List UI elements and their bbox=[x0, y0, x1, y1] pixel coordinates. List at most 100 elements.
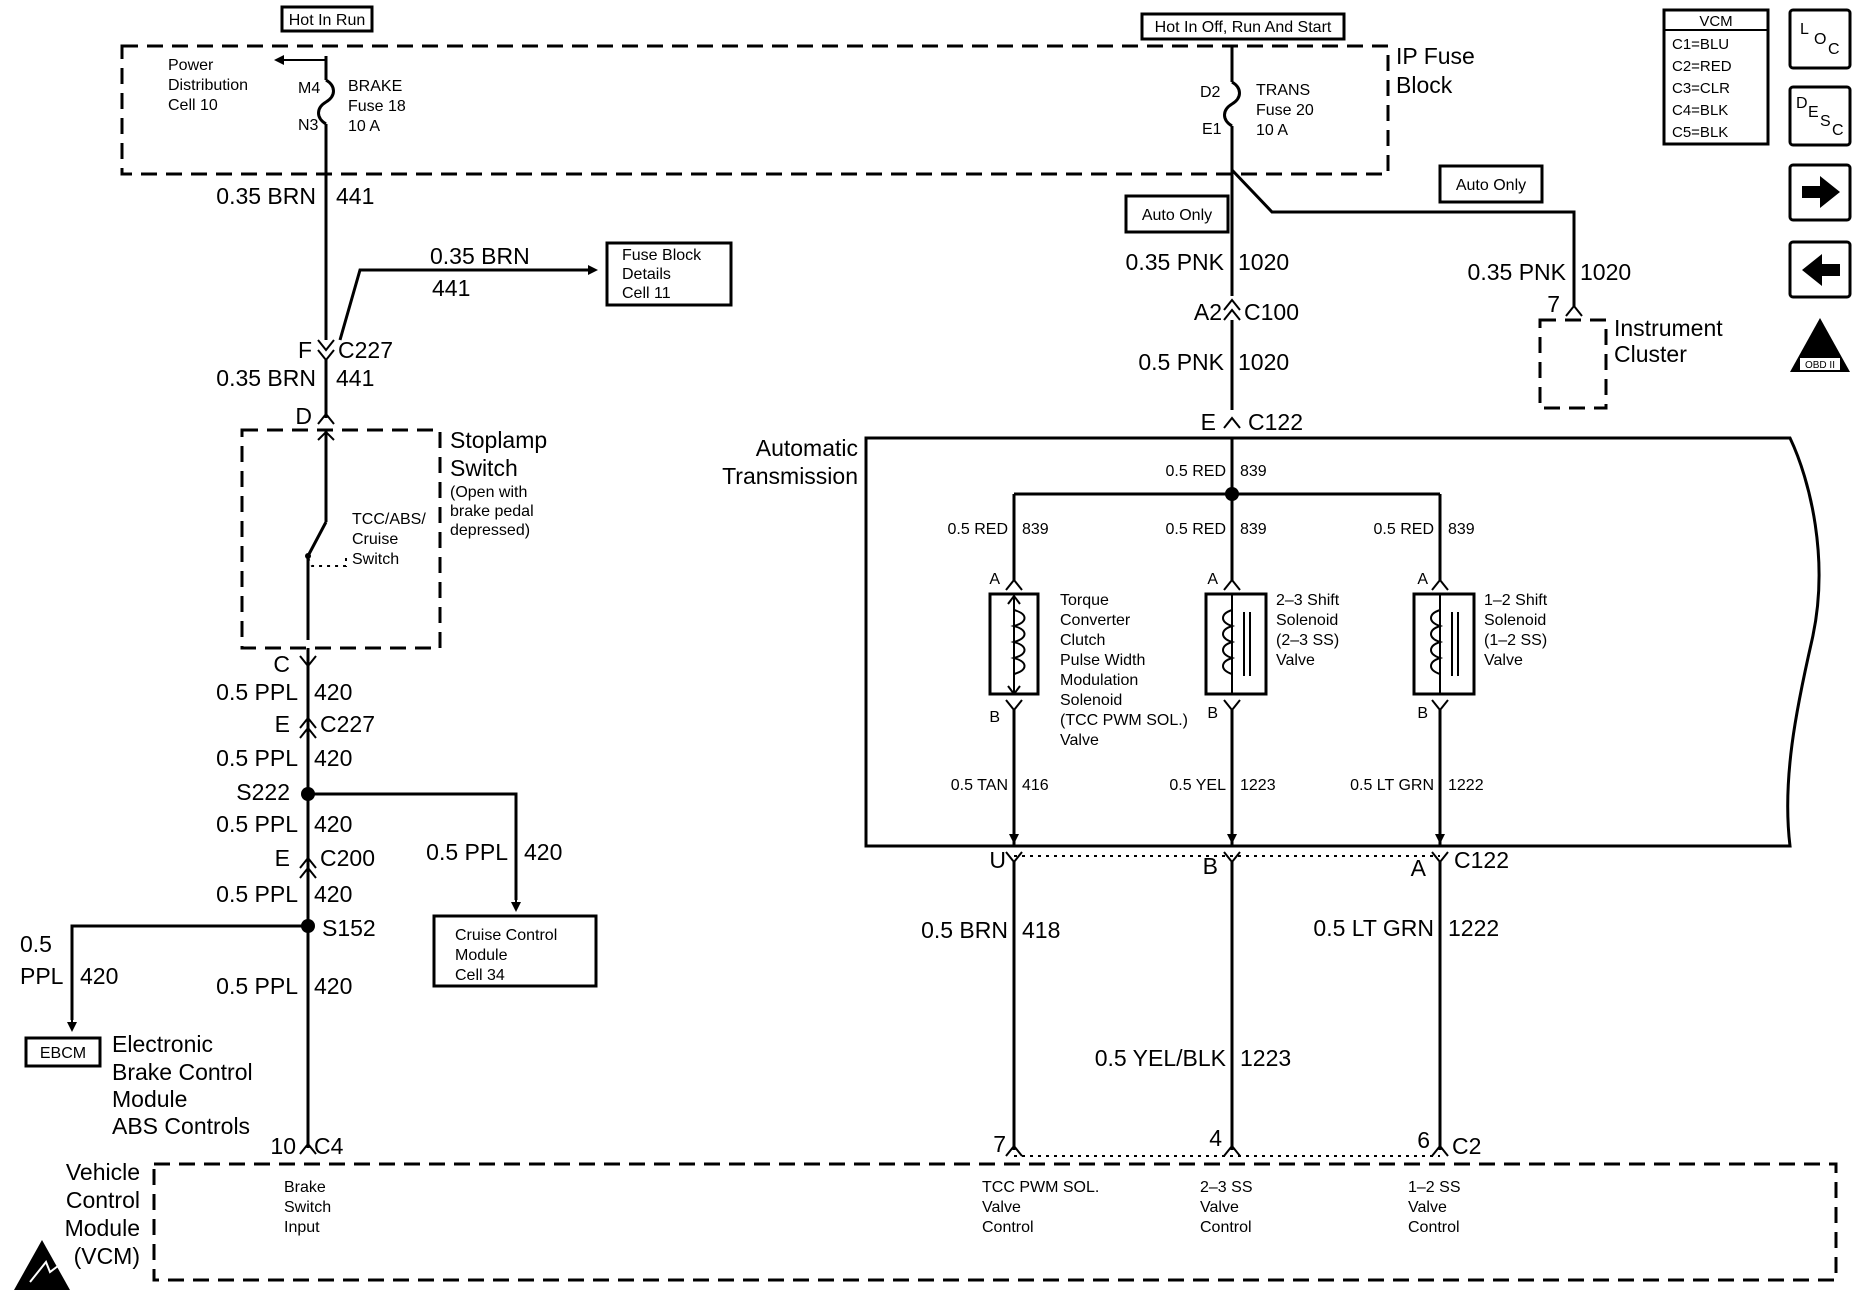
c2-pin-7: 7 bbox=[993, 1131, 1006, 1157]
wire-1020-b-number: 1020 bbox=[1238, 349, 1289, 375]
wire-441-branch-label: 0.35 BRN bbox=[430, 243, 530, 269]
c122-pin-a: A bbox=[1411, 855, 1427, 881]
stoplamp-note-3: depressed) bbox=[450, 522, 530, 539]
instrument-cluster-title: Instrument bbox=[1614, 315, 1723, 341]
vcm-title-1: Vehicle bbox=[66, 1159, 140, 1185]
power-distribution-label-2: Distribution bbox=[168, 77, 248, 94]
svg-text:L: L bbox=[1800, 21, 1809, 38]
wire-420-c-label: 0.5 PPL bbox=[216, 811, 298, 837]
instrument-cluster-boundary bbox=[1538, 318, 1608, 410]
svg-text:Module: Module bbox=[455, 947, 508, 964]
tcc-switch-label: TCC/ABS/ bbox=[352, 511, 426, 528]
auto-only-label-1: Auto Only bbox=[1124, 194, 1230, 234]
svg-text:Auto Only: Auto Only bbox=[1142, 207, 1212, 224]
c122-pin-b: B bbox=[1203, 853, 1218, 879]
fuse-block-details-link[interactable]: Fuse Block Details Cell 11 bbox=[605, 241, 733, 307]
wire-441-lower-label: 0.35 BRN bbox=[216, 365, 316, 391]
svg-text:N3: N3 bbox=[298, 117, 319, 134]
automatic-transmission-title: Automatic bbox=[756, 435, 858, 461]
ip-fuse-block-boundary bbox=[120, 44, 1390, 176]
svg-text:D2: D2 bbox=[1200, 84, 1221, 101]
wire-420-e-number: 420 bbox=[314, 973, 352, 999]
ss12-valve-control-1: 1–2 SS bbox=[1408, 1179, 1460, 1196]
wire-420-d-number: 420 bbox=[314, 881, 352, 907]
svg-text:Cell 34: Cell 34 bbox=[455, 967, 505, 984]
tcc-valve-control-1: TCC PWM SOL. bbox=[982, 1179, 1099, 1196]
c4-connector: C4 bbox=[314, 1133, 344, 1159]
power-distribution-label: Power bbox=[168, 57, 214, 74]
c100-connector: C100 bbox=[1244, 299, 1299, 325]
stoplamp-switch-title-2: Switch bbox=[450, 455, 518, 481]
automatic-transmission-boundary bbox=[864, 436, 1821, 848]
tcc-switch-label-3: Switch bbox=[352, 551, 399, 568]
wire-839-main-label: 0.5 RED bbox=[1166, 463, 1226, 480]
c2-pin-6: 6 bbox=[1417, 1127, 1430, 1153]
svg-text:O: O bbox=[1814, 31, 1826, 48]
c200-pin-e: E bbox=[275, 845, 290, 871]
ebcm-link[interactable]: EBCM bbox=[24, 1036, 102, 1068]
prev-arrow-button[interactable] bbox=[1788, 240, 1852, 299]
tcc-switch-label-2: Cruise bbox=[352, 531, 398, 548]
wire-441-label: 0.35 BRN bbox=[216, 183, 316, 209]
next-arrow-button[interactable] bbox=[1788, 163, 1852, 222]
wire-441-lower-number: 441 bbox=[336, 365, 374, 391]
wire-1223-number: 1223 bbox=[1240, 1045, 1291, 1071]
tcc-valve-control-3: Control bbox=[982, 1219, 1034, 1236]
wire-839-tcc-number: 839 bbox=[1022, 521, 1049, 538]
ss12-solenoid-label-1: 1–2 Shift bbox=[1484, 592, 1548, 609]
wire-420-a-number: 420 bbox=[314, 679, 352, 705]
power-distribution-label-3: Cell 10 bbox=[168, 97, 218, 114]
svg-text:10 A: 10 A bbox=[348, 118, 380, 135]
arrow-right-icon bbox=[1802, 176, 1840, 208]
ss23-solenoid-label-1: 2–3 Shift bbox=[1276, 592, 1340, 609]
ss23-solenoid-label-3: (2–3 SS) bbox=[1276, 632, 1339, 649]
svg-text:B: B bbox=[989, 709, 1000, 726]
wire-420-d-label: 0.5 PPL bbox=[216, 881, 298, 907]
wire-839-main-number: 839 bbox=[1240, 463, 1267, 480]
tcc-solenoid-label-7: (TCC PWM SOL.) bbox=[1060, 712, 1188, 729]
cruise-control-module-link[interactable]: Cruise Control Module Cell 34 bbox=[432, 914, 598, 988]
vcm-title-4: (VCM) bbox=[74, 1243, 140, 1269]
svg-text:10 A: 10 A bbox=[1256, 122, 1288, 139]
c122-bottom-connector: C122 bbox=[1454, 847, 1509, 873]
wire-441-number: 441 bbox=[336, 183, 374, 209]
svg-text:Cell 11: Cell 11 bbox=[622, 285, 671, 302]
c122-top-pin-e: E bbox=[1201, 409, 1216, 435]
brake-switch-input-2: Switch bbox=[284, 1199, 331, 1216]
ss12-solenoid-label-4: Valve bbox=[1484, 652, 1523, 669]
svg-text:TRANS: TRANS bbox=[1256, 82, 1310, 99]
wire-416-inner-number: 416 bbox=[1022, 777, 1049, 794]
c227-pin-f: F bbox=[298, 337, 312, 363]
svg-text:B: B bbox=[1417, 705, 1428, 722]
tcc-solenoid-label-1: Torque bbox=[1060, 592, 1109, 609]
c227-bottom-connector: C227 bbox=[320, 711, 375, 737]
stoplamp-note-2: brake pedal bbox=[450, 503, 534, 520]
wire-1223-inner-number: 1223 bbox=[1240, 777, 1276, 794]
wire-839-ss12-label: 0.5 RED bbox=[1374, 521, 1434, 538]
desc-button[interactable]: D E S C bbox=[1788, 85, 1852, 147]
wire-416-inner-label: 0.5 TAN bbox=[951, 777, 1008, 794]
svg-text:A: A bbox=[1207, 571, 1218, 588]
tcc-solenoid-label-5: Modulation bbox=[1060, 672, 1138, 689]
svg-text:BRAKE: BRAKE bbox=[348, 78, 402, 95]
svg-text:E1: E1 bbox=[1202, 121, 1222, 138]
svg-text:E: E bbox=[1808, 104, 1819, 121]
loc-button[interactable]: L O C bbox=[1788, 8, 1852, 70]
ss23-valve-control-1: 2–3 SS bbox=[1200, 1179, 1252, 1196]
wire-420-ebcm-size: 0.5 bbox=[20, 931, 52, 957]
svg-text:Hot In Run: Hot In Run bbox=[289, 12, 365, 29]
wire-1223-inner-label: 0.5 YEL bbox=[1169, 777, 1226, 794]
tcc-solenoid-label-4: Pulse Width bbox=[1060, 652, 1145, 669]
obd-ii-icon: OBD II bbox=[1790, 318, 1850, 372]
svg-text:S: S bbox=[1820, 113, 1831, 130]
svg-text:OBD II: OBD II bbox=[1805, 360, 1835, 371]
ss12-valve-control-3: Control bbox=[1408, 1219, 1460, 1236]
wire-1222-inner-label: 0.5 LT GRN bbox=[1350, 777, 1434, 794]
ebcm-title-2: Brake Control bbox=[112, 1059, 253, 1085]
stoplamp-switch-boundary bbox=[240, 428, 442, 650]
brake-fuse: M4 N3 BRAKE Fuse 18 10 A bbox=[298, 78, 406, 135]
ss23-valve-control-3: Control bbox=[1200, 1219, 1252, 1236]
ip-fuse-block-title: IP Fuse bbox=[1396, 43, 1475, 69]
wire-1223-label: 0.5 YEL/BLK bbox=[1095, 1045, 1227, 1071]
